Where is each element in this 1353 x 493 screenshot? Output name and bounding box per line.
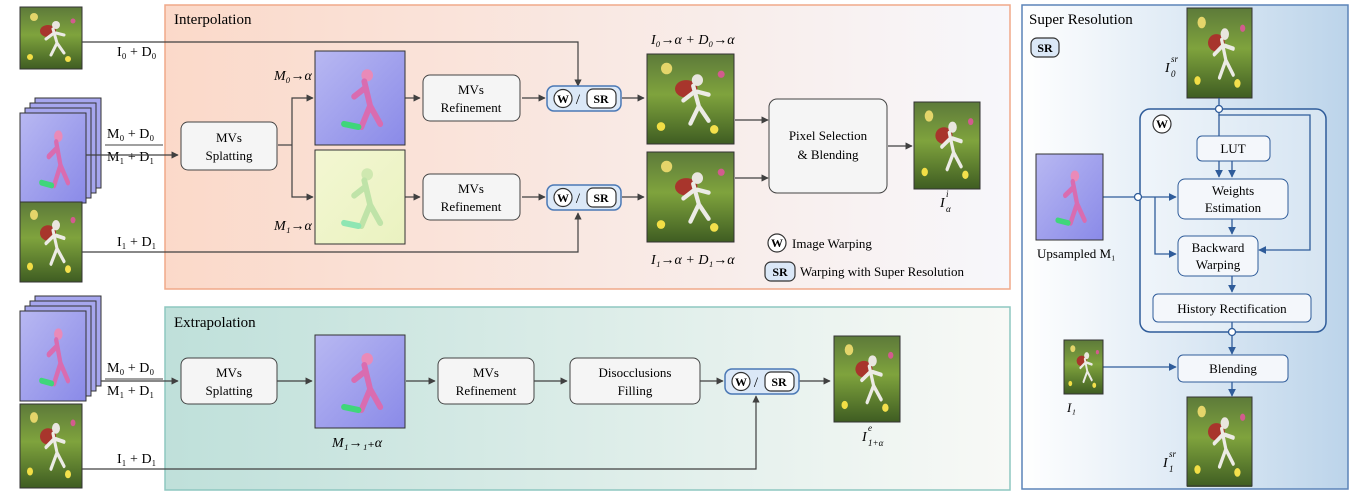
warped-frame-1 [646, 151, 735, 243]
pixel-selection-l1: Pixel Selection [789, 128, 868, 143]
mv-stack-top [20, 97, 102, 203]
label-i1-d1: I₁ + D₁ [117, 235, 156, 250]
label-iw-1-alpha: I₁→α + D₁→α [650, 253, 735, 268]
w-icon: W [557, 92, 569, 106]
svg-text:i: i [946, 189, 949, 199]
backward-l2: Warping [1196, 257, 1241, 272]
history-rectification-box [1152, 293, 1312, 323]
svg-text:0: 0 [1171, 69, 1176, 79]
input-frame-i1-extrap [20, 404, 82, 488]
super-resolution-title: Super Resolution [1029, 12, 1133, 28]
svg-text:1+α: 1+α [868, 438, 884, 448]
label-m1-d1: M₁ + D₁ [107, 150, 154, 165]
warp-badge-top: W / SR [546, 85, 622, 112]
lut-label: LUT [1220, 141, 1245, 156]
weights-estimation-box [1177, 178, 1289, 220]
label-m0-alpha: M₀→α [273, 69, 313, 84]
mvs-refinement-top-l2: Refinement [441, 100, 502, 115]
blending-box [1177, 354, 1289, 383]
sr-icon: SR [593, 92, 609, 106]
mvs-refinement-bottom-l2: Refinement [441, 199, 502, 214]
mvs-refinement-box-top [422, 74, 521, 122]
mvs-splatting-l2: Splatting [206, 148, 253, 163]
blending-label: Blending [1209, 361, 1257, 376]
warp-badge-extrap: W / SR [724, 368, 800, 395]
mvs-splatting-extrap-l2: Splatting [206, 383, 253, 398]
label-upsampled: Upsampled M₁ [1037, 246, 1116, 261]
w-icon [1152, 114, 1172, 134]
w-icon: W [771, 236, 783, 250]
sr-output-frame [1186, 396, 1253, 487]
label-m0-d0-extrap: M₀ + D₀ [107, 361, 154, 376]
interpolation-title: Interpolation [174, 12, 252, 28]
sr-icon: SR [1037, 41, 1053, 55]
disocclusions-l1: Disocclusions [599, 365, 672, 380]
sr-icon: SR [772, 265, 788, 279]
label-i-alpha: I [939, 196, 946, 211]
label-i0-sr: I [1164, 61, 1171, 76]
mvs-refinement-extrap-l2: Refinement [456, 383, 517, 398]
sr-icon: SR [593, 191, 609, 205]
svg-text:sr: sr [1171, 54, 1179, 64]
legend-warping-sr: Warping with Super Resolution [800, 264, 964, 279]
interp-output-frame [913, 101, 981, 190]
badge-slash: / [576, 191, 581, 207]
label-m1-1alpha: M₁→₁₊α [331, 436, 383, 451]
pixel-selection-l2: & Blending [797, 147, 859, 162]
label-iw-0-alpha: I₀→α + D₀→α [650, 33, 735, 48]
lut-box [1196, 135, 1271, 162]
mv-1-1alpha-image [314, 334, 406, 429]
legend: W Image Warping SR Warping with Super Re… [764, 233, 964, 282]
w-icon: W [557, 191, 569, 205]
history-label: History Rectification [1177, 301, 1287, 316]
mvs-refinement-box-extrap [437, 357, 535, 405]
w-icon: W [735, 375, 747, 389]
mvs-splatting-box-extrap [180, 357, 278, 405]
mvs-refinement-box-bottom [422, 173, 521, 221]
input-frame-i0 [18, 5, 84, 71]
label-m1-d1-extrap: M₁ + D₁ [107, 384, 154, 399]
sr-badge [1030, 37, 1060, 58]
mvs-refinement-bottom-l1: MVs [458, 181, 484, 196]
disocclusions-box [569, 357, 701, 405]
svg-text:e: e [868, 423, 872, 433]
extrapolation-title: Extrapolation [174, 315, 256, 331]
disocclusions-l2: Filling [618, 383, 653, 398]
mvs-splatting-extrap-l1: MVs [216, 365, 242, 380]
warped-frame-0 [646, 53, 735, 145]
backward-warping-box [1177, 235, 1259, 277]
label-i1-d1-extrap: I₁ + D₁ [117, 452, 156, 467]
mvs-splatting-box [180, 121, 278, 171]
mv-stack-bottom [20, 295, 102, 401]
label-m0-d0: M₀ + D₀ [107, 127, 154, 142]
label-i1: I₁ [1066, 400, 1076, 415]
svg-text:sr: sr [1169, 449, 1177, 459]
label-m1-alpha: M₁→α [273, 219, 313, 234]
sr-i1-frame [1063, 339, 1104, 395]
label-i1-sr: I [1162, 456, 1169, 471]
badge-slash: / [754, 375, 759, 391]
weights-l2: Estimation [1205, 200, 1262, 215]
mv-0-alpha-image [314, 50, 406, 146]
upsampled-mv-image [1035, 153, 1104, 241]
label-i0-d0: I₀ + D₀ [117, 45, 157, 60]
warp-badge-bottom: W / SR [546, 184, 622, 211]
extrap-output-frame [833, 335, 901, 423]
mvs-splatting-l1: MVs [216, 130, 242, 145]
sr-w-label: W [1156, 117, 1168, 131]
svg-text:α: α [946, 204, 951, 214]
weights-l1: Weights [1212, 183, 1254, 198]
badge-slash: / [576, 92, 581, 108]
backward-l1: Backward [1192, 240, 1245, 255]
mvs-refinement-top-l1: MVs [458, 82, 484, 97]
mvs-refinement-extrap-l1: MVs [473, 365, 499, 380]
pixel-selection-box [768, 98, 888, 194]
sr-icon: SR [771, 375, 787, 389]
svg-text:1: 1 [1169, 464, 1174, 474]
mv-1-alpha-image [314, 149, 406, 245]
label-i-1alpha: I [861, 430, 868, 445]
legend-image-warping: Image Warping [792, 236, 872, 251]
